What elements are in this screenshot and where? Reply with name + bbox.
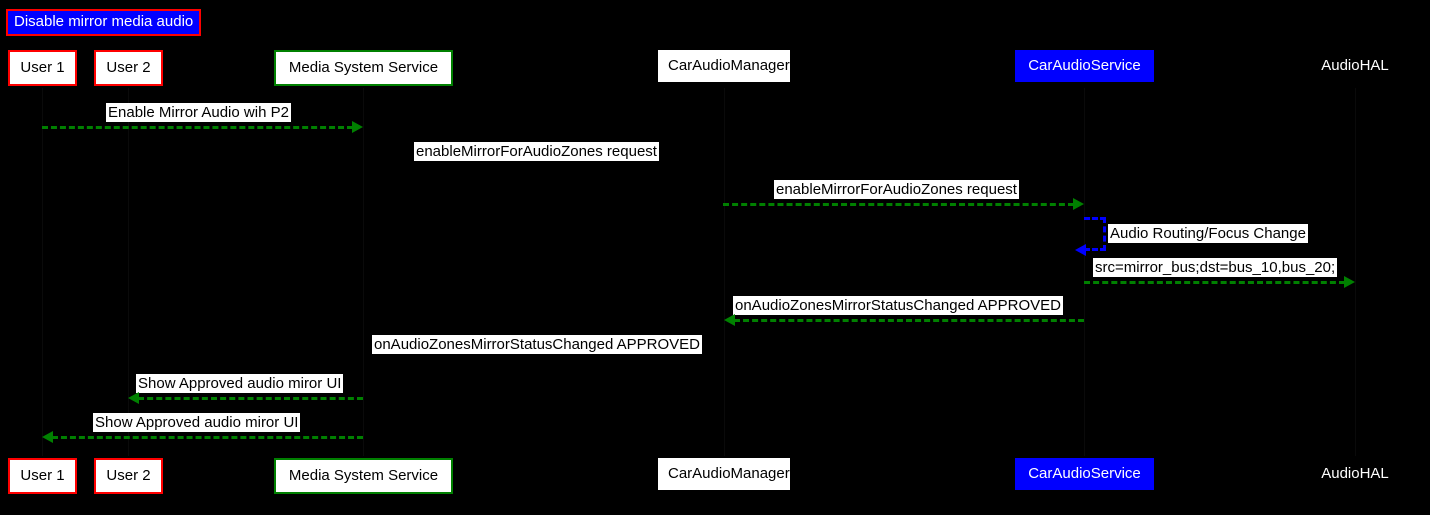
message-arrowhead-3: [1073, 198, 1084, 210]
lifeline-audiohal: [1355, 88, 1356, 456]
participant-mss-top[interactable]: Media System Service: [274, 50, 453, 86]
message-line-3: [723, 203, 1074, 206]
message-label-2: enableMirrorForAudioZones request: [414, 142, 659, 161]
participant-mss-bottom[interactable]: Media System Service: [274, 458, 453, 494]
participant-cam-bottom[interactable]: CarAudioManager: [658, 458, 790, 490]
message-line-5: [1084, 281, 1345, 284]
participant-user2-top[interactable]: User 2: [94, 50, 163, 86]
message-label-3: enableMirrorForAudioZones request: [774, 180, 1019, 199]
lifeline-cas: [1084, 88, 1085, 456]
participant-cam-top[interactable]: CarAudioManager: [658, 50, 790, 82]
lifeline-user2: [128, 88, 129, 456]
message-label-6: onAudioZonesMirrorStatusChanged APPROVED: [733, 296, 1064, 315]
message-line-6: [734, 319, 1084, 322]
message-arrowhead-1: [352, 121, 363, 133]
lifeline-mss: [363, 88, 364, 456]
participant-user1-bottom[interactable]: User 1: [8, 458, 77, 494]
message-label-1: Enable Mirror Audio wih P2: [106, 103, 291, 122]
participant-audiohal-top[interactable]: AudioHAL: [1321, 57, 1389, 74]
message-line-8: [138, 397, 363, 400]
diagram-title: Disable mirror media audio: [6, 9, 202, 36]
message-arrowhead-6: [724, 314, 735, 326]
lifeline-user1: [42, 88, 43, 456]
message-label-7: onAudioZonesMirrorStatusChanged APPROVED: [372, 335, 703, 354]
message-arrowhead-8: [128, 392, 139, 404]
self-message-arrowhead-4: [1075, 244, 1086, 256]
message-arrowhead-9: [42, 431, 53, 443]
message-label-5: src=mirror_bus;dst=bus_10,bus_20;: [1093, 258, 1338, 277]
message-arrowhead-5: [1344, 276, 1355, 288]
participant-user1-top[interactable]: User 1: [8, 50, 77, 86]
participant-cas-top[interactable]: CarAudioService: [1015, 50, 1154, 82]
message-line-9: [52, 436, 363, 439]
message-line-1: [42, 126, 353, 129]
participant-cas-bottom[interactable]: CarAudioService: [1015, 458, 1154, 490]
message-label-9: Show Approved audio miror UI: [93, 413, 301, 432]
participant-audiohal-bottom[interactable]: AudioHAL: [1321, 465, 1389, 482]
lifeline-cam: [724, 88, 725, 456]
participant-user2-bottom[interactable]: User 2: [94, 458, 163, 494]
message-label-8: Show Approved audio miror UI: [136, 374, 344, 393]
message-label-4: Audio Routing/Focus Change: [1108, 224, 1308, 243]
self-message-loop-4: [1084, 217, 1106, 251]
